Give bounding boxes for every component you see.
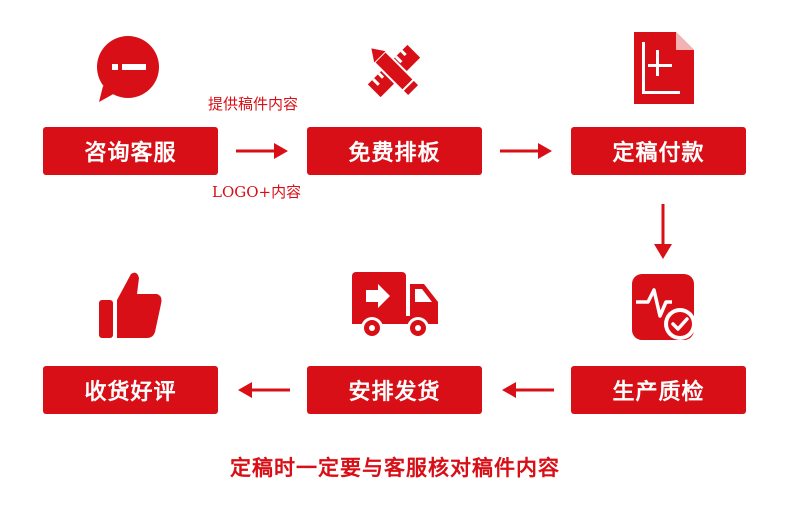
- step-receive: 收货好评: [43, 366, 218, 414]
- arrow-left-icon: [238, 382, 290, 398]
- step-shipping: 安排发货: [307, 366, 482, 414]
- note-provide-content: 提供稿件内容: [208, 95, 299, 113]
- thumbs-up-icon: [99, 272, 162, 338]
- chat-bubble-icon: [97, 36, 159, 102]
- document-icon: [634, 32, 694, 104]
- step-payment: 定稿付款: [571, 127, 746, 175]
- footer-note: 定稿时一定要与客服核对稿件内容: [230, 455, 560, 480]
- delivery-truck-icon: [352, 272, 438, 339]
- quality-check-icon: [632, 274, 696, 340]
- step-inspection: 生产质检: [571, 366, 746, 414]
- arrow-right-icon: [500, 143, 552, 159]
- arrow-down-icon: [654, 204, 672, 259]
- arrow-left-icon: [502, 382, 554, 398]
- pencil-ruler-icon: [367, 44, 421, 98]
- step-consult: 咨询客服: [43, 127, 218, 175]
- note-logo-content: LOGO+内容: [212, 183, 302, 201]
- step-layout: 免费排板: [307, 127, 482, 175]
- arrow-right-icon: [236, 143, 288, 159]
